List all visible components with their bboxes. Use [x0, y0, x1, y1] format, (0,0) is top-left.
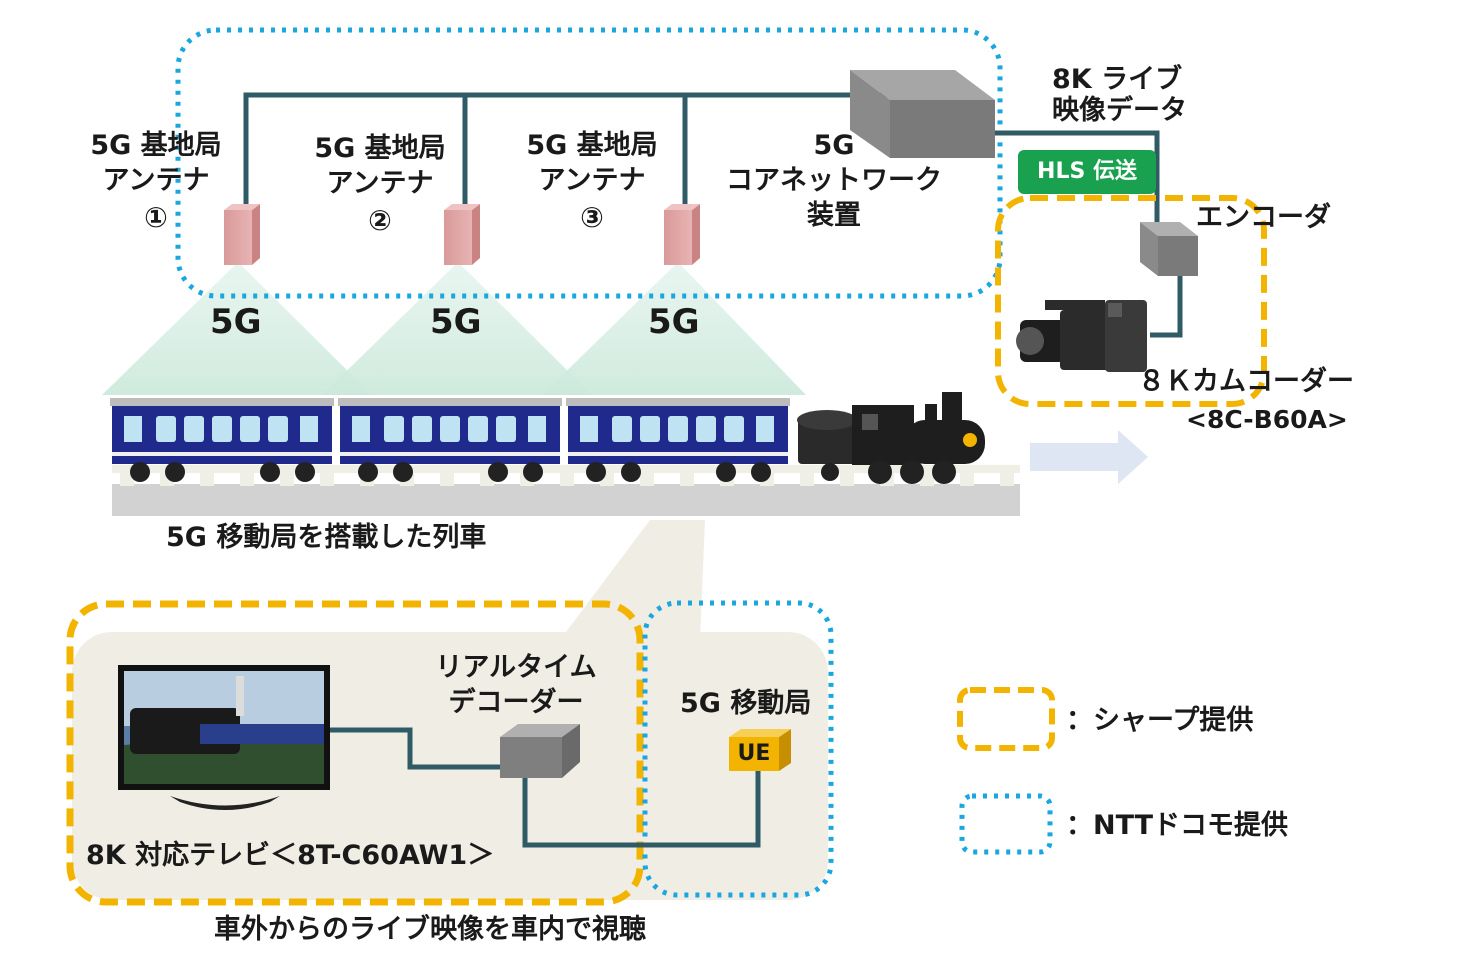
legend-swatch-docomo	[959, 793, 1053, 855]
ue-badge: UE	[729, 737, 779, 771]
antenna-label-2: 5G 基地局アンテナ ②	[314, 133, 446, 238]
tv-label: 8K 対応テレビ＜8T-C60AW1＞	[86, 840, 495, 871]
coverage-label-1: 5G	[210, 302, 262, 342]
decoder-label: リアルタイムデコーダー	[435, 652, 597, 719]
antenna-label-1: 5G 基地局アンテナ ①	[90, 130, 222, 235]
camcorder-label: ８Ｋカムコーダー	[1138, 366, 1354, 397]
coverage-beams	[102, 262, 806, 395]
ue-box-side	[779, 729, 791, 771]
coverage-label-3: 5G	[648, 302, 700, 342]
legend-swatch-sharp	[957, 687, 1055, 751]
coverage-label-2: 5G	[430, 302, 482, 342]
train-car-1	[110, 398, 334, 482]
mobile-station-label: 5G 移動局	[680, 688, 812, 719]
antenna-label-3: 5G 基地局アンテナ ③	[526, 130, 658, 235]
train-car-3	[566, 398, 790, 482]
coverage-beam-3	[542, 262, 806, 395]
camcorder-icon	[1016, 300, 1147, 372]
tv-icon	[118, 665, 330, 810]
train-cars	[110, 398, 790, 482]
legend-text-docomo: ：NTTドコモ提供	[1066, 810, 1289, 841]
direction-arrow-icon	[1030, 430, 1148, 484]
camcorder-model: <8C-B60A>	[1186, 405, 1348, 434]
train-label: 5G 移動局を搭載した列車	[166, 522, 487, 553]
antenna-icons	[224, 204, 700, 265]
legend-text-sharp: ：シャープ提供	[1066, 705, 1254, 736]
antenna-icon-1	[224, 204, 260, 265]
sharp-region-encoder	[995, 195, 1267, 407]
network-lines	[243, 92, 1183, 338]
hls-badge: HLS 伝送	[1018, 150, 1156, 194]
steam-locomotive-icon	[797, 392, 985, 484]
sharp-region-bottom	[66, 600, 644, 906]
decoder-icon	[500, 724, 580, 778]
antenna-icon-2	[444, 204, 480, 265]
docomo-region-bottom	[642, 600, 834, 898]
encoder-icon	[1140, 222, 1198, 276]
train-car-2	[338, 398, 562, 482]
coverage-beam-1	[102, 262, 372, 395]
bottom-caption: 車外からのライブ映像を車内で視聴	[214, 914, 646, 945]
encoder-label: エンコーダ	[1196, 202, 1331, 233]
antenna-icon-3	[664, 204, 700, 265]
core-network-device-icon	[850, 70, 995, 158]
coverage-beam-2	[322, 262, 592, 395]
ue-box-top	[729, 729, 791, 737]
in-train-lines	[330, 727, 761, 848]
video-data-label: 8K ライブ映像データ	[1052, 64, 1187, 127]
